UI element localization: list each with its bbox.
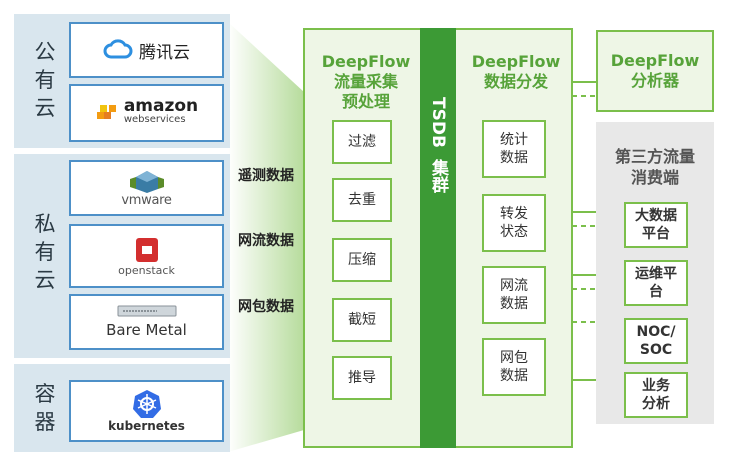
- collector-title-line1: DeepFlow: [321, 52, 411, 71]
- kubernetes-box: kubernetes: [69, 380, 224, 442]
- server-rack-icon: [117, 305, 176, 317]
- data-type-telemetry: 遥测数据: [238, 168, 294, 184]
- dist-netflow-data: 网流 数据: [482, 266, 546, 324]
- openstack-icon: [135, 237, 158, 262]
- bare-metal-box: Bare Metal: [69, 294, 224, 350]
- dist-packet-data: 网包 数据: [482, 338, 546, 396]
- aws-text: amazon: [123, 96, 199, 116]
- collector-title-line3: 预处理: [341, 92, 390, 111]
- dist-forward-line1: 转发: [500, 206, 528, 222]
- consumer-noc-soc: NOC/ SOC: [624, 318, 688, 364]
- third-party-title-line1: 第三方流量: [614, 147, 695, 166]
- dist-packet-line1: 网包: [500, 350, 528, 366]
- collector-title: DeepFlow 流量采集 预处理: [310, 52, 422, 112]
- analyzer-line1: DeepFlow: [610, 51, 700, 70]
- data-type-packets: 网包数据: [238, 299, 294, 315]
- dist-packet-line2: 数据: [500, 368, 528, 384]
- tencent-cloud-text: 腾讯云: [139, 42, 190, 63]
- public-cloud-label-text: 公有云: [34, 40, 56, 120]
- third-party-title-line2: 消费端: [630, 168, 679, 187]
- distributor-title-line1: DeepFlow: [471, 52, 561, 71]
- tencent-cloud-icon: [103, 39, 133, 59]
- dist-forward-state: 转发 状态: [482, 194, 546, 252]
- consumer-business-line2: 分析: [642, 396, 670, 412]
- kubernetes-text: kubernetes: [108, 419, 185, 433]
- openstack-box: openstack: [69, 224, 224, 288]
- dist-stats-line1: 统计: [500, 132, 528, 148]
- consumer-noc-line2: SOC: [639, 342, 673, 358]
- container-label: 容器: [30, 380, 60, 440]
- data-type-netflow: 网流数据: [238, 233, 294, 249]
- aws-box: amazon webservices: [69, 84, 224, 142]
- consumer-bigdata-line1: 大数据: [635, 208, 677, 224]
- step-derive: 推导: [332, 356, 392, 400]
- container-label-text: 容器: [34, 382, 56, 434]
- consumer-business-line1: 业务: [642, 378, 670, 394]
- private-cloud-label: 私有云: [30, 210, 60, 300]
- step-compress: 压缩: [332, 238, 392, 282]
- flow-funnel: [228, 22, 304, 452]
- collector-title-line2: 流量采集: [333, 72, 398, 91]
- private-cloud-label-text: 私有云: [34, 212, 56, 292]
- consumer-ops-line2: 台: [649, 284, 663, 300]
- openstack-text: openstack: [118, 263, 175, 277]
- consumer-bigdata-line2: 平台: [642, 226, 670, 242]
- bare-metal-text: Bare Metal: [106, 321, 187, 339]
- consumer-noc-line1: NOC/: [636, 324, 676, 340]
- dist-stats-line2: 数据: [500, 150, 528, 166]
- analyzer-line2: 分析器: [630, 71, 679, 90]
- step-truncate: 截短: [332, 298, 392, 342]
- vmware-text: vmware: [121, 192, 172, 208]
- tsdb-sub-label: 集群: [428, 159, 448, 193]
- third-party-title: 第三方流量 消费端: [596, 146, 714, 188]
- step-dedup: 去重: [332, 178, 392, 222]
- kubernetes-icon: [132, 390, 161, 418]
- consumer-ops: 运维平 台: [624, 260, 688, 306]
- aws-cubes-icon: [96, 105, 116, 119]
- consumer-bigdata: 大数据 平台: [624, 202, 688, 248]
- tsdb-label: TSDB: [428, 96, 448, 148]
- vmware-icon: [129, 170, 164, 193]
- public-cloud-label: 公有云: [30, 38, 60, 128]
- distributor-title: DeepFlow 数据分发: [460, 52, 572, 92]
- dist-stats-data: 统计 数据: [482, 120, 546, 178]
- step-filter: 过滤: [332, 120, 392, 164]
- consumer-ops-line1: 运维平: [635, 266, 677, 282]
- dist-netflow-line2: 数据: [500, 296, 528, 312]
- dist-forward-line2: 状态: [500, 224, 528, 240]
- distributor-title-line2: 数据分发: [483, 72, 548, 91]
- vmware-box: vmware: [69, 160, 224, 216]
- dist-netflow-line1: 网流: [500, 278, 528, 294]
- tsdb-cluster-bar: TSDB 集群: [420, 28, 456, 448]
- tencent-cloud-box: 腾讯云: [69, 22, 224, 78]
- aws-sub-text: webservices: [123, 114, 186, 125]
- consumer-business: 业务 分析: [624, 372, 688, 418]
- analyzer-box: DeepFlow 分析器: [596, 30, 714, 112]
